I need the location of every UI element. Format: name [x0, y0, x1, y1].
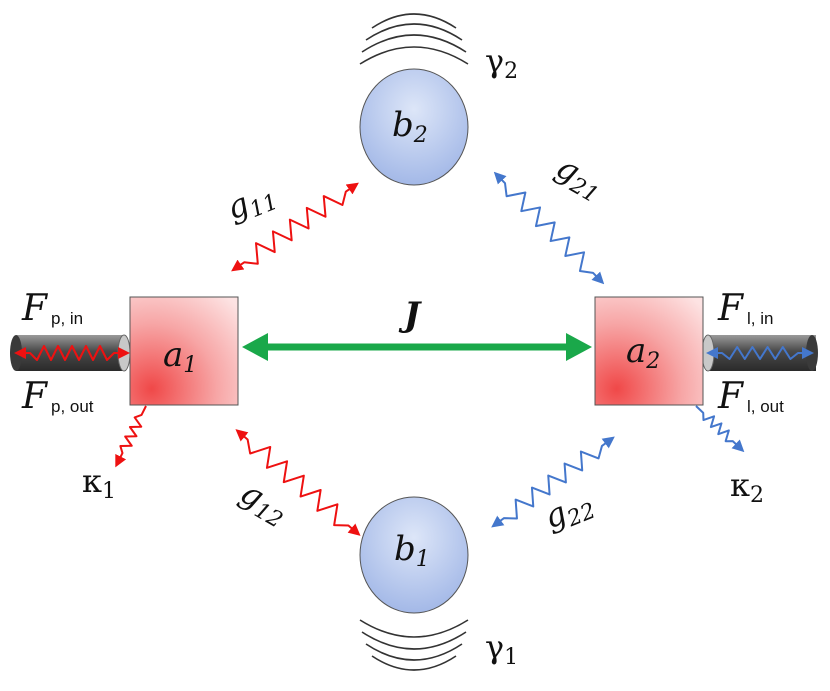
- mode-b2-circle: [359, 68, 469, 186]
- cavity-a2-box: [594, 296, 704, 406]
- coupling-g22-label: g22: [539, 483, 600, 540]
- mode-b1-circle: [359, 496, 469, 614]
- gamma2-arcs: [359, 13, 469, 65]
- gamma1-arcs: [359, 619, 469, 671]
- kappa2-wave: [695, 405, 745, 453]
- g11-wave: [231, 182, 359, 272]
- coupling-j-label: J: [398, 295, 422, 335]
- damping-kappa2-label: κ2: [730, 466, 764, 508]
- g22-wave: [491, 436, 615, 528]
- node-b1-label: b1: [394, 529, 430, 572]
- coupling-g21-label: g21: [548, 148, 611, 209]
- kappa1-wave: [115, 405, 147, 468]
- coupling-g11-label: g11: [221, 174, 282, 231]
- node-a1-label: a1: [163, 335, 197, 378]
- node-a2-label: a2: [626, 331, 660, 374]
- node-b2-label: b2: [392, 105, 428, 148]
- coupling-j-arrow: [242, 333, 592, 361]
- fp-wave: [14, 345, 130, 361]
- damping-kappa1-label: κ1: [82, 462, 116, 504]
- damping-gamma1-label: γ1: [485, 628, 518, 670]
- fl-wave: [706, 346, 814, 360]
- cavity-a1-box: [129, 296, 239, 406]
- damping-gamma2-label: γ2: [485, 42, 518, 84]
- g21-wave: [493, 171, 605, 285]
- g12-wave: [235, 429, 361, 536]
